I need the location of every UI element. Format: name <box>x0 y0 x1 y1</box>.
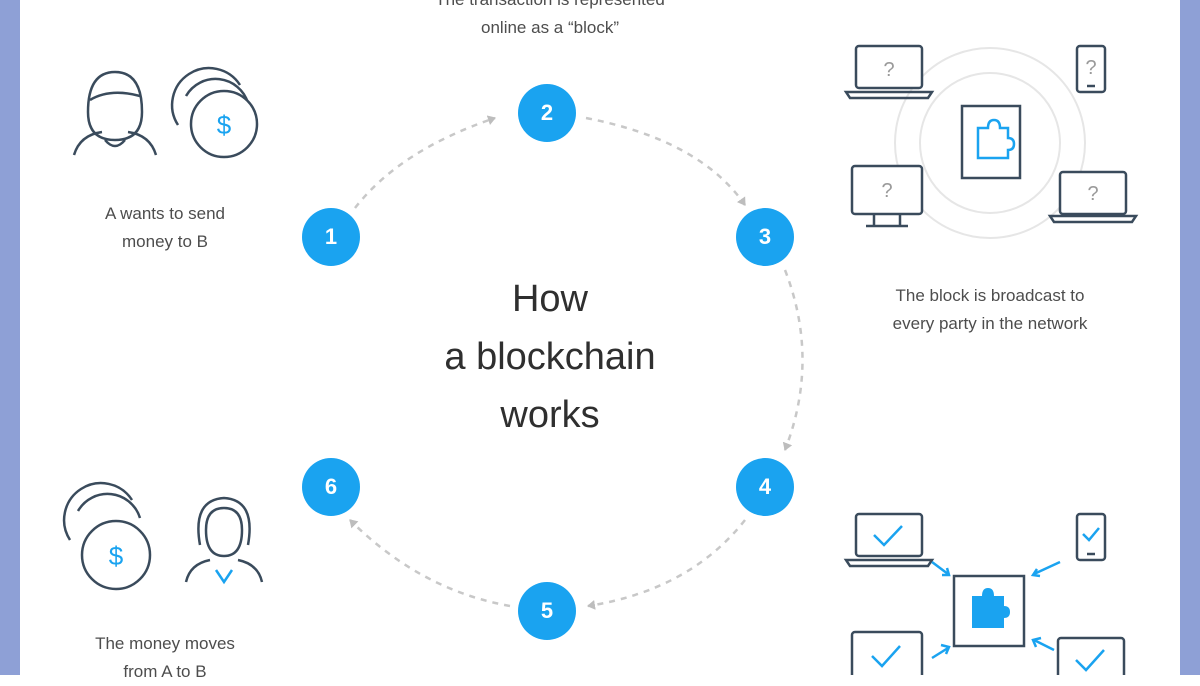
step-6-caption: The money moves from A to B <box>60 630 270 686</box>
woman-icon <box>184 496 264 585</box>
unknown-mark-monitor: ? <box>881 180 892 202</box>
arrow-4-to-5 <box>587 519 746 610</box>
phone-icon <box>1075 44 1107 94</box>
validated-laptop-icon <box>843 512 935 568</box>
title-line-3: works <box>500 394 600 436</box>
coin-dollar-icon <box>170 66 259 159</box>
step-2-caption-line-2: online as a “block” <box>481 18 619 37</box>
step-3-caption-line-1: The block is broadcast to <box>895 286 1085 305</box>
currency-mark-b: $ <box>109 541 124 571</box>
laptop-icon-2 <box>1047 170 1139 224</box>
step-4-circle: 4 <box>736 458 794 516</box>
unknown-mark-laptop: ? <box>883 59 894 81</box>
arrow-5-to-6 <box>349 519 511 608</box>
step-1-circle: 1 <box>302 208 360 266</box>
left-frame-bar <box>0 0 20 675</box>
title-line-1: How <box>511 278 589 320</box>
arrow-1-to-2 <box>354 115 496 209</box>
coin-dollar-icon-b <box>62 481 152 591</box>
title-line-2: a blockchain <box>444 336 656 378</box>
laptop-icon <box>843 44 935 100</box>
step-1-caption-line-2: money to B <box>122 232 208 251</box>
step-3-caption-line-2: every party in the network <box>892 314 1088 333</box>
person-icon <box>72 70 158 156</box>
currency-mark-a: $ <box>217 110 232 140</box>
broadcast-ripple <box>894 47 1086 239</box>
step-1-caption-line-1: A wants to send <box>104 204 226 223</box>
validation-arrows <box>931 560 1061 660</box>
validated-phone-icon <box>1075 512 1107 562</box>
diagram-title: How a blockchain works <box>400 270 700 444</box>
step-6-caption-line-1: The money moves <box>95 634 235 653</box>
monitor-icon <box>850 164 924 228</box>
right-frame-bar <box>1180 0 1200 675</box>
arrow-2-to-3 <box>585 116 747 206</box>
step-5-circle: 5 <box>518 582 576 640</box>
step-2-circle: 2 <box>518 84 576 142</box>
step-6-caption-line-2: from A to B <box>123 662 207 681</box>
step-6-circle: 6 <box>302 458 360 516</box>
puzzle-block-icon <box>960 104 1022 180</box>
validated-monitor-icon <box>850 630 924 675</box>
step-3-circle: 3 <box>736 208 794 266</box>
step-2-caption: The transaction is represented online as… <box>400 0 700 42</box>
arrow-3-to-4 <box>782 269 804 451</box>
step-1-caption: A wants to send money to B <box>60 200 270 256</box>
unknown-mark-phone: ? <box>1085 57 1096 79</box>
validated-puzzle-block-icon <box>952 574 1026 648</box>
validated-laptop-icon-2 <box>1056 636 1126 675</box>
step-2-caption-line-1: The transaction is represented <box>400 0 700 14</box>
step-3-caption: The block is broadcast to every party in… <box>850 282 1130 338</box>
unknown-mark-laptop-2: ? <box>1087 183 1098 205</box>
